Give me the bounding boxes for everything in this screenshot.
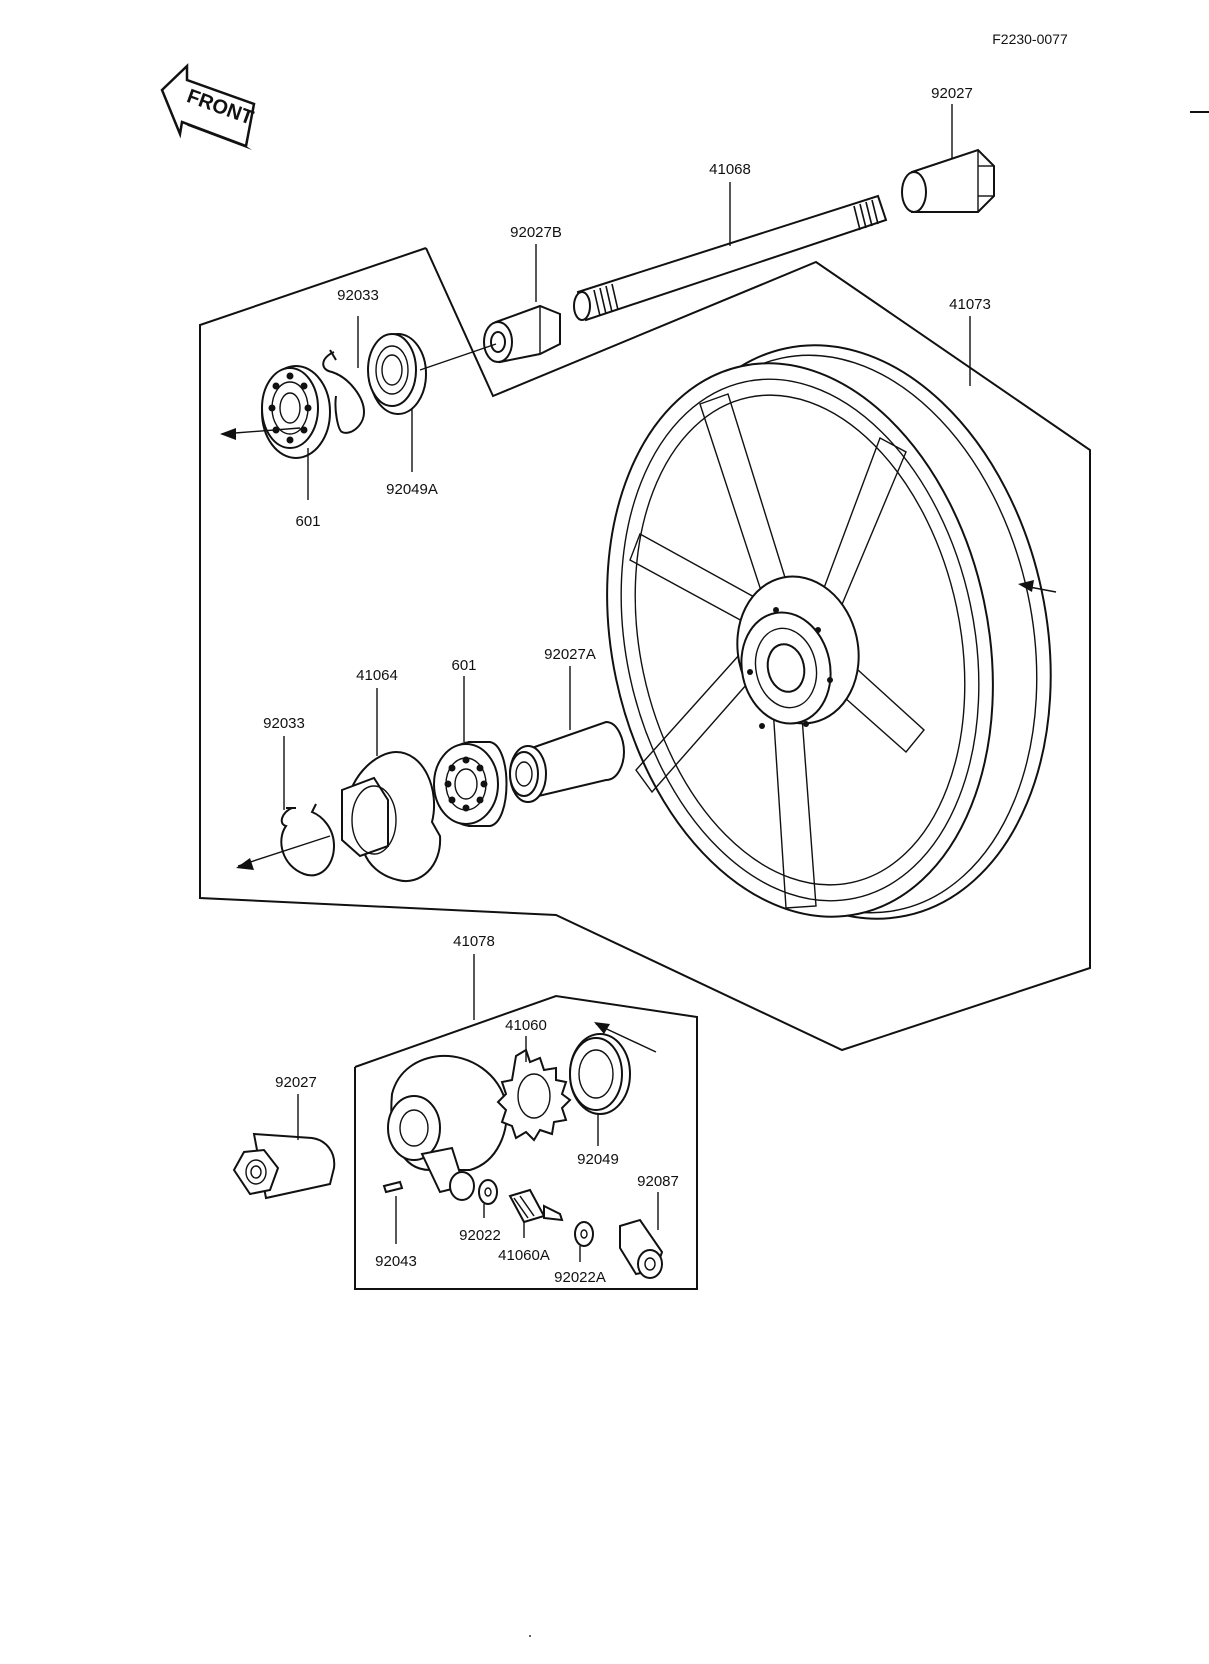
drive-gear-41060 bbox=[496, 1048, 572, 1142]
callout-41073: 41073 bbox=[949, 296, 991, 313]
callout-41060: 41060 bbox=[505, 1017, 547, 1034]
collar-92027b bbox=[483, 304, 561, 364]
speedo-group-outline bbox=[354, 994, 698, 1290]
callout-41064: 41064 bbox=[356, 667, 398, 684]
callout-601-top: 601 bbox=[295, 513, 320, 530]
callout-41068: 41068 bbox=[709, 161, 751, 178]
leader-axle-line-top bbox=[419, 343, 497, 371]
callout-92043: 92043 bbox=[375, 1253, 417, 1270]
cast-wheel-41073 bbox=[606, 344, 1052, 920]
scan-speck bbox=[529, 1635, 531, 1637]
hub-group-outline bbox=[199, 247, 1091, 1052]
pin-92043 bbox=[382, 1180, 404, 1194]
callout-92027a: 92027A bbox=[544, 646, 596, 663]
front-arrow-icon: FRONT bbox=[160, 63, 256, 150]
callout-92049a: 92049A bbox=[386, 481, 438, 498]
washer-92022 bbox=[478, 1179, 498, 1205]
callout-92049: 92049 bbox=[577, 1151, 619, 1168]
spacer-92027a bbox=[509, 720, 626, 803]
seal-92049 bbox=[569, 1033, 631, 1115]
arrow-head-gear bbox=[594, 1022, 610, 1034]
callout-92087: 92087 bbox=[637, 1173, 679, 1190]
seal-92049a bbox=[367, 333, 427, 415]
bearing-601-mid bbox=[433, 741, 508, 827]
axle-nut-bottom bbox=[232, 1132, 336, 1200]
arrow-head-top-left bbox=[220, 428, 236, 440]
pinion-41060a bbox=[508, 1188, 564, 1224]
callout-92027-top: 92027 bbox=[931, 85, 973, 102]
callout-41060a: 41060A bbox=[498, 1247, 550, 1264]
callout-92027-bottom: 92027 bbox=[275, 1074, 317, 1091]
retainer-41064 bbox=[341, 750, 442, 883]
callout-601-mid: 601 bbox=[451, 657, 476, 674]
callout-92022: 92022 bbox=[459, 1227, 501, 1244]
circlip-92033-top bbox=[322, 349, 366, 434]
callout-92033-top: 92033 bbox=[337, 287, 379, 304]
bushing-92087 bbox=[619, 1218, 664, 1279]
callout-92022a: 92022A bbox=[554, 1269, 606, 1286]
arrow-head-right bbox=[1018, 580, 1034, 592]
assembly-line-mid-left bbox=[237, 835, 331, 867]
axle-shaft bbox=[573, 194, 888, 322]
callout-41078: 41078 bbox=[453, 933, 495, 950]
circlip-92033-mid bbox=[280, 803, 336, 877]
arrow-head-mid-left bbox=[236, 858, 254, 870]
callout-92027b: 92027B bbox=[510, 224, 562, 241]
gearbox-housing bbox=[387, 1054, 508, 1201]
axle-nut-top bbox=[901, 148, 995, 213]
drawing-code: F2230-0077 bbox=[992, 31, 1068, 47]
washer-92022a bbox=[574, 1221, 594, 1247]
bearing-601-top bbox=[261, 365, 331, 459]
callout-92033-mid: 92033 bbox=[263, 715, 305, 732]
